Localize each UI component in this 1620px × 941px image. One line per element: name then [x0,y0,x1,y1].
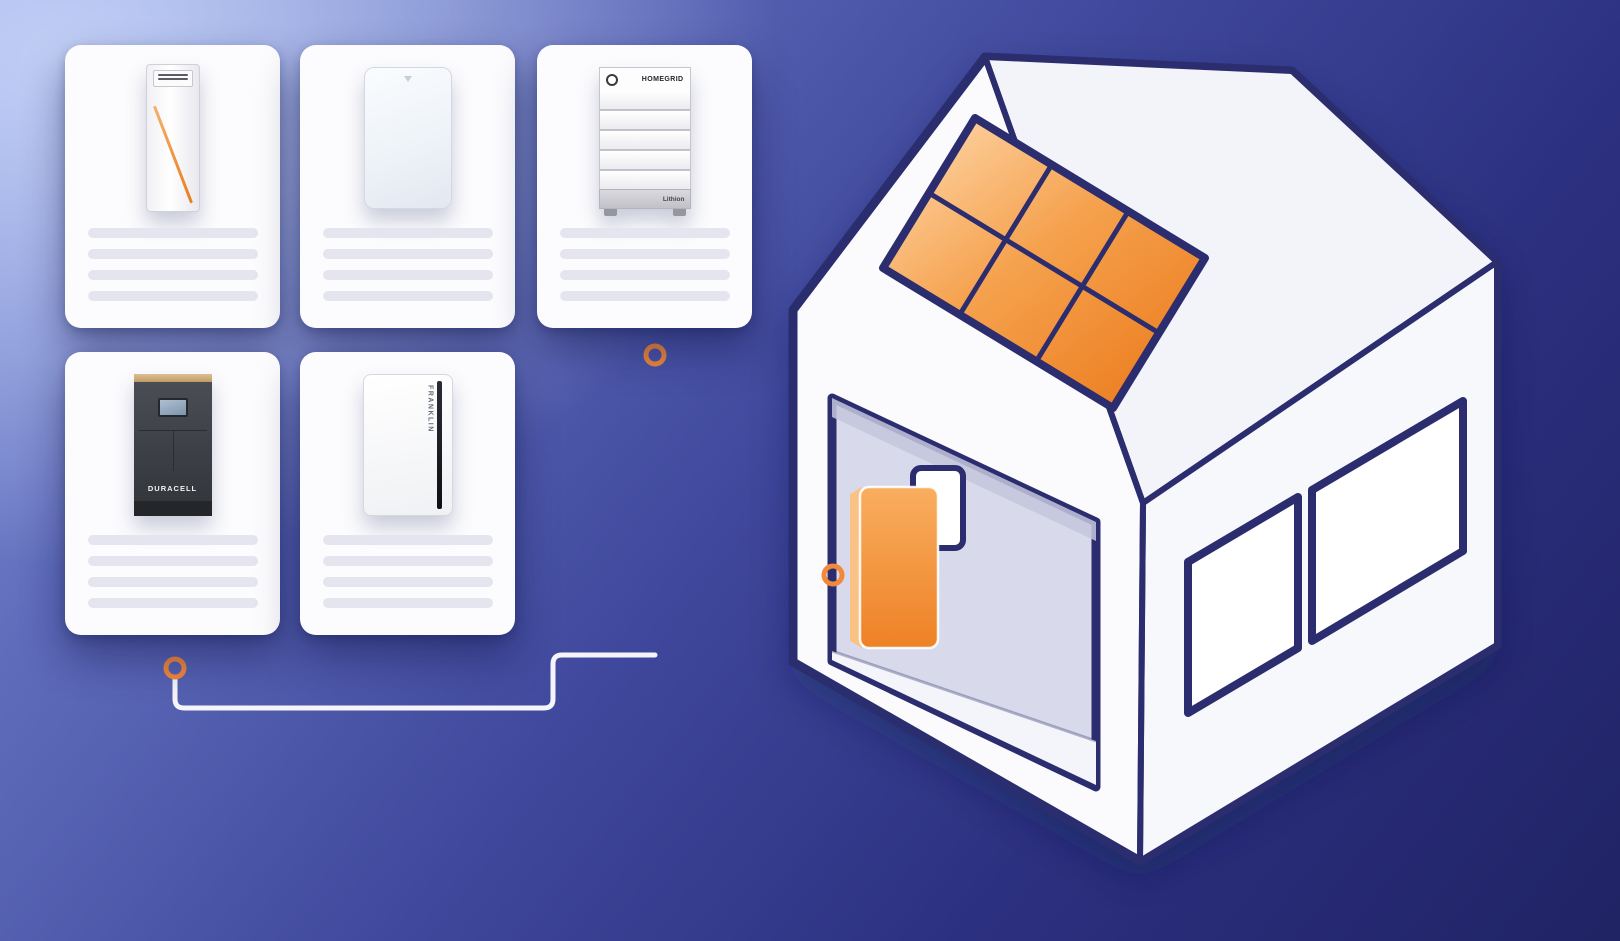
solar-panel-grid-lines [926,162,1162,364]
interior-floor [832,651,1096,785]
product-image-stacked-battery: HOMEGRID Lithion [537,61,752,216]
placeholder-text-lines [88,535,258,608]
product-image-slim-battery: FRANKLIN [300,368,515,522]
dark-side-stripe [436,381,442,509]
placeholder-text-lines [323,228,493,301]
product-card-wall-battery[interactable] [300,45,515,328]
gold-top-bar [133,374,212,382]
solar-panel-array [879,114,1209,412]
product-card-dark-battery[interactable]: DURACELL [65,352,280,635]
product-logo-mark [403,76,412,82]
side-wall [1137,259,1500,864]
connector-node-house [821,563,845,587]
product-image-dark-battery: DURACELL [65,368,280,522]
interior-ceiling-shade [832,398,1096,541]
battery-display-screen [157,398,188,417]
product-card-tower-battery[interactable] [65,45,280,328]
orange-stripe [152,105,193,204]
battery-foot [672,209,686,216]
battery-modules [598,91,691,189]
placeholder-text-lines [323,535,493,608]
corner-fold-line [1137,500,1146,864]
product-label-plate [152,70,193,87]
house-window-left [1184,493,1302,717]
product-card-stacked-battery[interactable]: HOMEGRID Lithion [537,45,752,328]
battery-foot [603,209,617,216]
brand-text-duracell: DURACELL [147,484,198,493]
product-card-slim-battery[interactable]: FRANKLIN [300,352,515,635]
connector-line-white [172,652,658,711]
battery-base [133,501,212,516]
status-light [605,73,618,86]
battery-mount [910,465,966,551]
house-cutaway-interior [827,393,1101,792]
brand-text-franklin: FRANKLIN [426,385,434,433]
gable-fold-line [982,54,1146,506]
product-image-tower-battery [65,61,280,215]
roof-slope [982,54,1500,506]
brand-text-lithion: Lithion [662,195,685,203]
placeholder-text-lines [88,228,258,301]
house-window-right [1308,397,1467,645]
product-image-wall-battery [300,61,515,215]
floor-edge-line [830,649,1098,743]
connector-node-card4 [163,656,187,680]
house-body [788,52,1502,866]
placeholder-text-lines [560,228,730,301]
connector-node-card3 [643,343,667,367]
wall-battery [850,485,940,650]
brand-text-homegrid: HOMEGRID [641,76,684,83]
